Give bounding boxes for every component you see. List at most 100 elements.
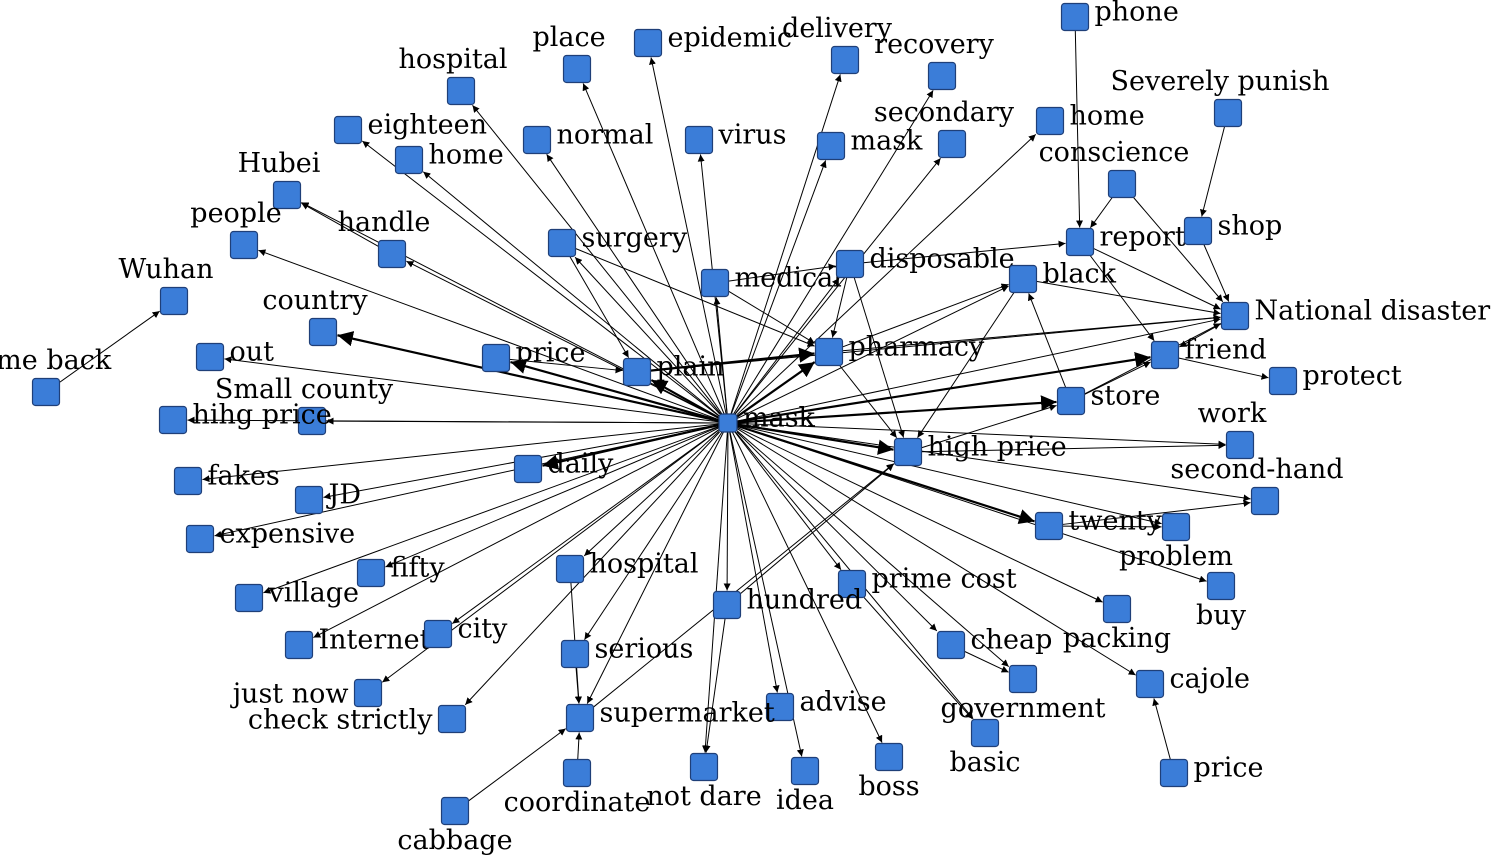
node-people: people: [190, 198, 282, 260]
node-cajole: cajole: [1135, 664, 1250, 699]
node-marker: [513, 454, 543, 484]
edge-mask-c-to-high-price: [736, 423, 894, 455]
node-marker: [893, 437, 923, 467]
node-hihg-price: hihg price: [158, 400, 332, 435]
edge-mask-c-to-handle: [406, 260, 720, 419]
node-label: disposable: [870, 244, 1015, 275]
node-label: people: [190, 198, 281, 229]
edge-mask-c-to-national: [736, 317, 1221, 422]
node-label: Hubei: [238, 148, 321, 179]
node-marker: [377, 239, 407, 269]
node-disposable: disposable: [835, 244, 1015, 279]
edge-pharmacy-to-black: [842, 283, 1009, 348]
node-label: expensive: [220, 519, 356, 550]
node-hundred: hundred: [712, 585, 862, 620]
node-label: idea: [776, 785, 834, 816]
edge-cabbage-to-supermarket: [468, 728, 566, 802]
edge-mask-c-to-government: [736, 430, 1010, 668]
node-fifty: fifty: [356, 553, 445, 588]
node-label: come back: [0, 345, 112, 376]
edge-conscience-to-national: [1133, 197, 1224, 303]
node-fakes: fakes: [173, 461, 280, 496]
edge-report-to-national: [1093, 247, 1221, 310]
edge-mask-c-to-out: [224, 356, 720, 423]
node-store: store: [1056, 381, 1160, 416]
node-hubei: Hubei: [238, 148, 321, 210]
node-marker: [284, 630, 314, 660]
node-marker: [633, 28, 663, 58]
node-cabbage: cabbage: [397, 796, 513, 856]
edge-plain-to-national: [650, 314, 1221, 372]
node-wuhan: Wuhan: [119, 254, 213, 316]
edge-medical-to-pharmacy: [728, 290, 815, 344]
node-label: epidemic: [668, 23, 793, 54]
edge-mask-c-to-problem: [736, 424, 1162, 526]
node-marker: [970, 718, 1000, 748]
node-check-strictly: check strictly: [248, 705, 467, 736]
edge-hundred-to-not-dare: [703, 618, 726, 753]
node-label: work: [1198, 398, 1267, 429]
edge-twenty-to-second-hand: [1062, 500, 1251, 525]
edge-friend-to-protect: [1178, 357, 1269, 380]
node-marker: [272, 180, 302, 210]
edge-mask-c-to-village: [263, 425, 720, 594]
edge-mask-c-to-hihg-price: [187, 416, 720, 424]
node-pharmacy: pharmacy: [814, 332, 985, 367]
edge-mask-c-to-check-strictly: [464, 431, 720, 706]
edge-supermarket-to-high-price: [593, 463, 895, 708]
node-shop: shop: [1183, 211, 1282, 246]
node-marker: [684, 125, 714, 155]
node-marker: [874, 742, 904, 772]
node-label: check strictly: [248, 705, 433, 736]
node-medical: medical: [700, 263, 842, 298]
node-marker: [353, 678, 383, 708]
node-marker: [446, 76, 476, 106]
node-village: village: [234, 578, 359, 613]
node-label: secondary: [874, 97, 1015, 128]
edge-disposable-to-high-price: [853, 277, 905, 438]
node-label: cajole: [1170, 664, 1250, 695]
node-label: cabbage: [397, 825, 512, 856]
node-label: hihg price: [193, 400, 332, 431]
node-marker: [1102, 594, 1132, 624]
edge-black-to-national: [1036, 280, 1221, 316]
edge-severely-to-shop: [1200, 126, 1226, 217]
node-label: prime cost: [872, 564, 1017, 595]
node-label: virus: [718, 120, 787, 151]
node-home-l: home: [394, 140, 504, 175]
node-severely: Severely punish: [1110, 66, 1330, 128]
edge-mask-c-to-hospital-b: [583, 430, 720, 557]
edge-mask-c-to-disposable: [734, 277, 840, 415]
edge-surgery-to-pharmacy: [575, 248, 815, 347]
node-marker: [1225, 430, 1255, 460]
edge-mask-c-to-cheap: [736, 431, 938, 632]
node-hospital-top: hospital: [398, 44, 508, 106]
node-label: price: [1194, 753, 1264, 784]
node-epidemic: epidemic: [633, 23, 793, 58]
node-just-now: just now: [230, 678, 383, 710]
node-protect: protect: [1268, 361, 1402, 396]
edge-price-r-to-cajole: [1152, 698, 1171, 760]
node-come-back: come back: [0, 345, 112, 407]
node-marker: [1213, 98, 1243, 128]
edge-mask-c-to-home-l: [422, 171, 720, 416]
node-marker: [689, 752, 719, 782]
edge-mask-c-to-mask-top: [730, 160, 827, 415]
node-marker: [1135, 669, 1165, 699]
edge-mask-c-to-hospital-top: [472, 104, 722, 415]
node-label: second-hand: [1170, 454, 1343, 485]
node-marker: [1220, 301, 1250, 331]
node-eighteen: eighteen: [333, 110, 487, 145]
node-marker: [1060, 2, 1090, 32]
node-label: eighteen: [368, 110, 487, 141]
node-label: basic: [950, 747, 1021, 778]
edge-handle-to-hubei: [301, 202, 379, 247]
node-prime-cost: prime cost: [837, 564, 1017, 599]
node-label: cheap: [971, 625, 1053, 656]
node-marker: [560, 639, 590, 669]
node-plain: plain: [622, 352, 725, 387]
edge-mask-c-to-delivery: [730, 74, 842, 415]
node-label: high price: [928, 432, 1067, 463]
edge-twenty-to-problem: [1062, 523, 1162, 531]
node-marker: [394, 145, 424, 175]
